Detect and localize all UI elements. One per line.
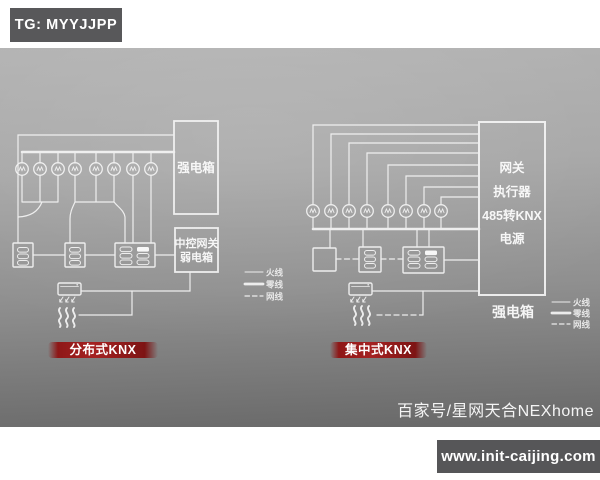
group-b-feed-right xyxy=(113,201,126,244)
left-diagram: 强电箱 中控网关 弱电箱 火线 零线 网线 xyxy=(12,120,284,328)
control-wire xyxy=(348,142,480,206)
bulb-icon xyxy=(434,204,448,218)
bulb-icon xyxy=(107,162,121,176)
group-b-feed-left xyxy=(69,201,76,244)
heater-icon xyxy=(64,307,69,328)
diagram-background xyxy=(0,48,600,427)
right-diagram: 网关 执行器 485转KNX 电源 强电箱 火线 零线 网线 xyxy=(306,121,591,330)
control-wire xyxy=(312,124,480,206)
gateway-box-label-2: 弱电箱 xyxy=(180,250,213,264)
gateway-to-ac-wire xyxy=(80,271,191,292)
gateway-box-label-1: 中控网关 xyxy=(175,236,219,250)
legend-label-neutral: 零线 xyxy=(572,309,591,319)
control-wire xyxy=(387,164,480,206)
bulb-icon xyxy=(342,204,356,218)
heater-icon xyxy=(71,307,76,328)
airflow-icon xyxy=(59,296,64,303)
legend-label-live: 火线 xyxy=(573,298,591,308)
bulb-icon xyxy=(144,162,158,176)
live-wire xyxy=(17,134,175,244)
gateway-to-heater-wire xyxy=(78,290,133,316)
caption-centralized-knx: 集中式KNX xyxy=(330,342,427,358)
cabinet-box xyxy=(478,121,546,296)
switch-panel-wide xyxy=(114,242,156,268)
legend-label-live: 火线 xyxy=(266,268,284,278)
control-wire xyxy=(405,175,480,206)
airflow-icon xyxy=(362,296,367,303)
legend-label-network: 网线 xyxy=(573,320,591,330)
airflow-icon xyxy=(65,296,70,303)
switch-panel xyxy=(12,242,34,268)
bulb-icon xyxy=(51,162,65,176)
switch-panel-plain xyxy=(312,247,337,272)
bulb-icon xyxy=(89,162,103,176)
heater-icon xyxy=(366,305,371,326)
bulb-icon xyxy=(381,204,395,218)
control-wire xyxy=(423,186,480,206)
bulb-stems xyxy=(21,151,152,164)
bulb-group-b-wires xyxy=(74,174,115,203)
bulb-icon xyxy=(33,162,47,176)
heater-icon xyxy=(57,307,62,328)
switch-panel xyxy=(358,246,382,273)
cabinet-label-actuator: 执行器 xyxy=(493,184,531,199)
bulb-stems xyxy=(312,216,442,230)
cabinet-label-gateway: 网关 xyxy=(499,160,525,175)
cabinet-label-power: 电源 xyxy=(499,231,525,246)
bulb-icon xyxy=(399,204,413,218)
bulb-icon xyxy=(360,204,374,218)
bulb-group-a-wires xyxy=(21,174,59,203)
bulb-icon xyxy=(306,204,320,218)
air-conditioner-icon xyxy=(348,282,373,296)
website-badge: www.init-caijing.com xyxy=(437,440,600,473)
bulb-direct-wires xyxy=(132,174,152,244)
watermark-tag-badge: TG: MYYJJPP xyxy=(10,8,122,42)
power-box xyxy=(173,120,219,215)
power-box-label: 强电箱 xyxy=(177,160,215,175)
credit-text: 百家号/星网天合NEXhome xyxy=(397,403,594,420)
bus-panel-drops xyxy=(329,228,430,249)
bulb-icon xyxy=(324,204,338,218)
airflow-icon xyxy=(350,296,355,303)
cabinet-label-485knx: 485转KNX xyxy=(482,208,542,223)
airflow-icon xyxy=(356,296,361,303)
power-box-label: 强电箱 xyxy=(492,304,534,320)
air-conditioner-icon xyxy=(57,282,82,296)
bulb-icon xyxy=(126,162,140,176)
control-wire xyxy=(440,196,480,206)
heater-icon xyxy=(352,305,357,326)
airflow-icon xyxy=(71,296,76,303)
switch-panel xyxy=(64,242,86,268)
heater-icon xyxy=(359,305,364,326)
caption-distributed-knx: 分布式KNX xyxy=(48,342,158,358)
bulb-icon xyxy=(417,204,431,218)
switch-panel-wide xyxy=(402,246,445,274)
legend-right: 火线 零线 网线 xyxy=(550,298,591,330)
control-wire xyxy=(330,133,480,206)
legend-label-neutral: 零线 xyxy=(265,280,284,290)
bulb-icon xyxy=(68,162,82,176)
control-wire xyxy=(366,152,480,206)
group-a-feed xyxy=(17,201,43,218)
gateway-box xyxy=(174,227,219,273)
legend-label-network: 网线 xyxy=(266,292,284,302)
legend-left: 火线 零线 网线 xyxy=(243,268,284,302)
